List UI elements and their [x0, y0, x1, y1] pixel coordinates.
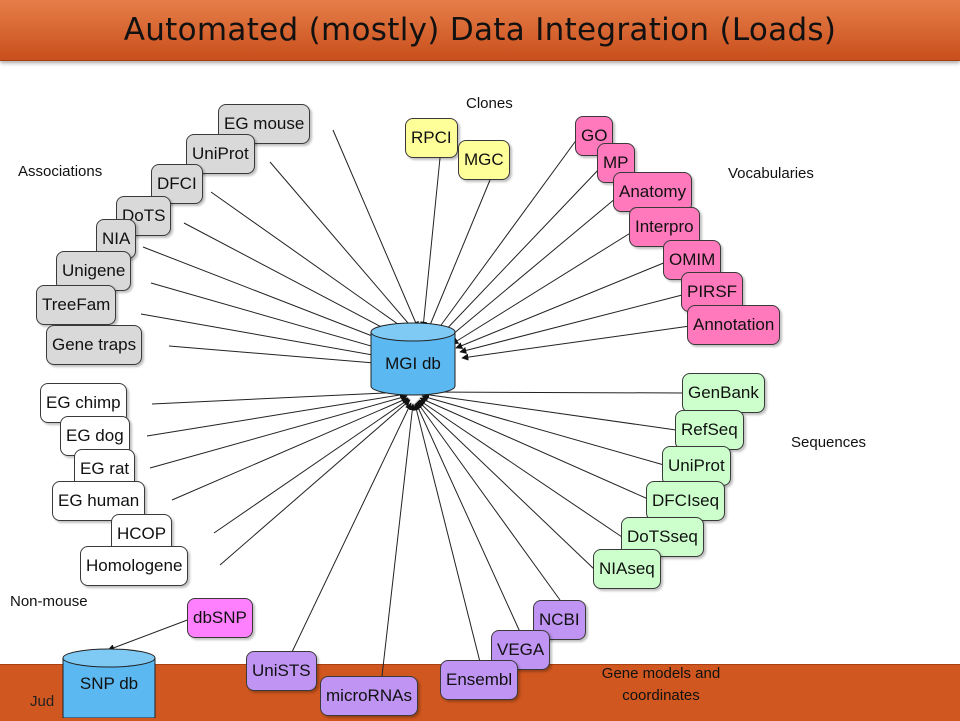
- clone-rpci: RPCI: [405, 118, 458, 158]
- non-mouse-eg-rat: EG rat: [74, 449, 136, 489]
- non-mouse-label: Non-mouse: [10, 593, 88, 610]
- sequence-refseq: RefSeq: [675, 410, 744, 450]
- mgi-db-label: MGI db: [385, 354, 441, 373]
- snp-db-label: SNP db: [79, 674, 139, 693]
- vocabulary-annotation: Annotation: [687, 305, 781, 345]
- association-treefam: TreeFam: [36, 285, 117, 325]
- associations-label: Associations: [18, 163, 103, 180]
- vocabularies-label: Vocabularies: [728, 165, 814, 182]
- clones-label: Clones: [466, 95, 513, 112]
- association-eg-mouse: EG mouse: [218, 104, 311, 144]
- gene-model-micrornas: microRNAs: [320, 676, 418, 716]
- sequence-uniprot: UniProt: [662, 446, 731, 486]
- footer-label: Jud: [30, 693, 55, 710]
- gene-models-label: Gene models and coordinates: [601, 665, 721, 704]
- mgi-db-cylinder: MGI db: [370, 322, 456, 396]
- non-mouse-homologene: Homologene: [80, 546, 189, 586]
- clone-mgc: MGC: [458, 140, 510, 180]
- gene-model-ensembl: Ensembl: [440, 660, 519, 700]
- association-unigene: Unigene: [56, 251, 132, 291]
- source-dbsnp: dbSNP: [187, 598, 253, 638]
- sequence-niaseq: NIAseq: [593, 549, 661, 589]
- association-uniprot: UniProt: [186, 134, 255, 174]
- vocabulary-anatomy: Anatomy: [613, 172, 693, 212]
- gene-model-unists: UniSTS: [246, 651, 317, 691]
- snp-db-cylinder: SNP db: [62, 648, 156, 718]
- sequence-genbank: GenBank: [682, 373, 765, 413]
- association-gene-traps: Gene traps: [46, 325, 143, 365]
- gene-model-ncbi: NCBI: [533, 600, 586, 640]
- slide-title: Automated (mostly) Data Integration (Loa…: [123, 12, 837, 48]
- vocabulary-go: GO: [575, 116, 614, 156]
- sequence-dfciseq: DFCIseq: [646, 481, 726, 521]
- sequences-label: Sequences: [791, 434, 867, 451]
- gene-model-vega: VEGA: [491, 630, 551, 670]
- title-bar: Automated (mostly) Data Integration (Loa…: [0, 0, 960, 61]
